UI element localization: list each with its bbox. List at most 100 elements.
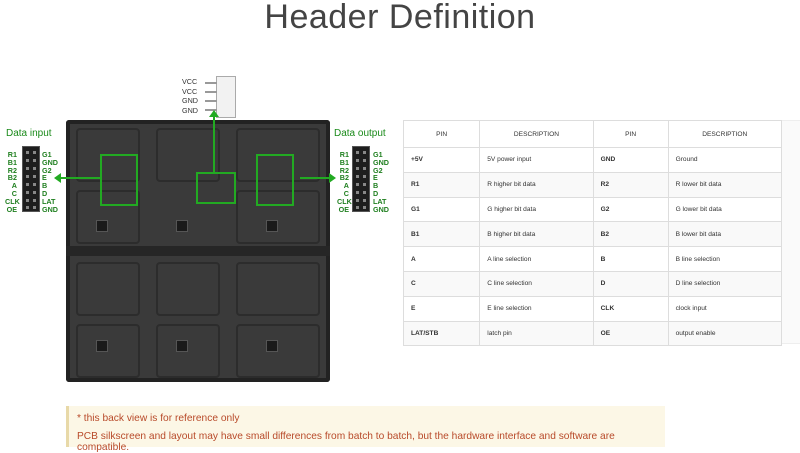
table-header-row: PIN DESCRIPTION PIN DESCRIPTION [402,120,783,148]
panel-chip [176,340,188,352]
power-pin-label: VCC [182,77,198,86]
description-cell: C line selection [479,270,594,297]
column-header: DESCRIPTION [667,120,783,148]
description-cell: D line selection [667,270,783,297]
power-pin-label: GND [182,106,198,116]
pin-label: C [11,188,17,198]
pin-label: D [373,188,379,198]
description-cell: R higher bit data [479,171,594,198]
pin-cell: E [402,295,481,322]
data-input-label: Data input [6,128,52,139]
pin-label: CLK [5,196,20,206]
pin-label: LAT [373,196,387,206]
panel-frame-cell [76,190,140,244]
data-output-header [352,146,370,212]
data-input-right-pins: G1 GND G2 E B D LAT GND [42,151,58,213]
pin-label: G2 [373,165,383,175]
description-cell: G lower bit data [667,196,783,223]
panel-chip [96,220,108,232]
column-header: PIN [592,120,669,148]
description-cell: latch pin [479,320,594,347]
description-cell: R lower bit data [667,171,783,198]
panel-frame-cell [156,128,220,182]
data-output-left-pins: R1 B1 R2 B2 A C CLK OE [337,150,352,214]
pin-cell: R1 [402,171,481,198]
pin-cell: C [402,270,481,297]
column-header: DESCRIPTION [479,120,594,148]
power-pin-label: GND [182,96,198,106]
description-cell: 5V power input [479,147,594,173]
pin-label: OE [338,204,349,214]
pin-label: LAT [42,196,56,206]
power-pin [205,82,217,84]
panel-frame-cell [236,262,320,316]
pin-cell: A [402,246,481,272]
pin-label: GND [373,157,389,167]
panel-frame-cell [236,324,320,378]
power-pin [205,100,217,102]
note-box: * this back view is for reference only P… [66,406,665,453]
panel-frame-cell [76,128,140,182]
pin-label: B2 [339,173,349,183]
panel-frame-cell [76,324,140,378]
description-cell: B line selection [667,246,783,272]
pin-label: B1 [7,157,17,167]
description-cell: A line selection [479,246,594,272]
input-header-highlight [100,154,138,206]
pin-label: A [343,181,349,191]
panel-chip [266,220,278,232]
pin-cell: CLK [592,295,669,322]
pin-label: R2 [7,165,17,175]
pin-cell: D [592,270,669,297]
note-line-2: PCB silkscreen and layout may have small… [77,431,615,453]
pin-label: R2 [339,165,349,175]
pin-label: G1 [373,150,383,159]
power-pin-label: VCC [182,86,198,96]
data-input-left-pins: R1 B1 R2 B2 A C CLK OE [5,151,20,214]
power-connector [205,76,236,118]
description-cell: B lower bit data [667,221,783,248]
description-cell: output enable [667,320,783,347]
pin-cell: B1 [402,221,481,248]
description-cell: E line selection [479,295,594,322]
pin-cell: LAT/STB [402,320,481,347]
power-arrow [209,110,219,172]
note-line-1: * this back view is for reference only [77,413,240,424]
output-header-highlight [256,154,294,206]
input-arrow [54,173,100,183]
pin-cell: B2 [592,221,669,248]
pin-label: G1 [42,150,52,159]
page-title: Header Definition [264,0,536,36]
pin-label: A [11,181,17,191]
pin-label: B2 [7,173,17,183]
pin-label: R1 [339,150,349,159]
pin-label: B [373,181,379,191]
panel-frame-cell [76,262,140,316]
pin-label: OE [6,204,17,214]
pin-label: E [42,173,47,183]
pin-label: D [42,188,48,198]
pin-label: GND [42,204,58,214]
panel-divider [66,246,330,256]
description-cell: B higher bit data [479,221,594,248]
power-pin [205,91,217,93]
pin-cell: +5V [402,147,481,173]
pin-cell: G2 [592,196,669,223]
pin-cell: OE [592,320,669,347]
data-input-header [22,146,40,212]
table-scroll-edge [782,120,800,344]
panel-chip [266,340,278,352]
pin-label: GND [373,204,389,214]
panel-chip [96,340,108,352]
pin-cell: B [592,246,669,272]
pin-label: B1 [339,157,349,167]
description-cell: G higher bit data [479,196,594,223]
power-header-highlight [196,172,236,204]
panel-chip [176,220,188,232]
